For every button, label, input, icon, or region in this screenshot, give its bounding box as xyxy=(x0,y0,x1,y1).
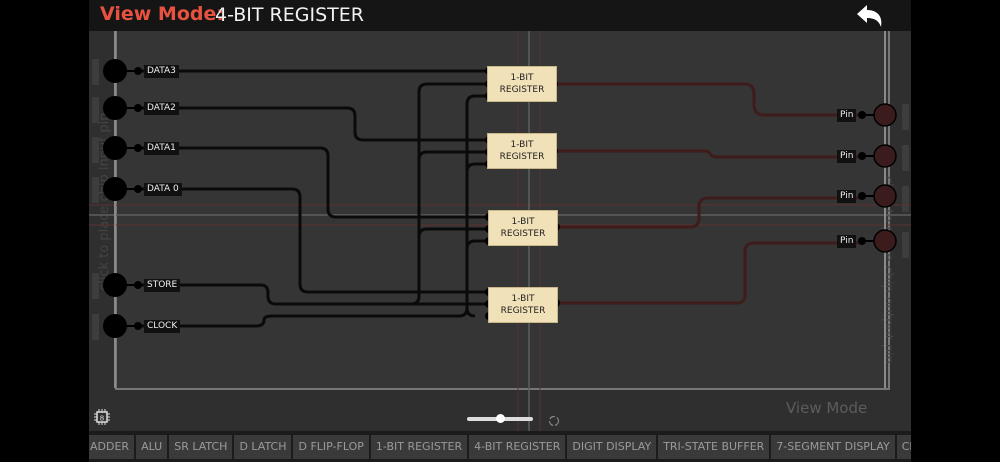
input-pin-store xyxy=(103,273,127,297)
chip-label-line2: REGISTER xyxy=(500,229,546,239)
toolbar-item-1bit-register[interactable]: 1-BIT REGISTER xyxy=(370,435,468,459)
chip-1bit-register[interactable]: 1-BIT REGISTER xyxy=(488,210,558,246)
input-pin-data2 xyxy=(103,96,127,120)
chip-label-line1: 1-BIT xyxy=(510,73,534,83)
output-slot[interactable] xyxy=(902,232,909,258)
input-pin-data3 xyxy=(103,59,127,83)
chip-label-line1: 1-BIT xyxy=(510,140,534,150)
back-button[interactable] xyxy=(853,2,887,30)
input-slot[interactable] xyxy=(92,273,99,299)
page-title: 4-BIT REGISTER xyxy=(215,4,364,26)
output-pin xyxy=(873,229,897,253)
output-slot[interactable] xyxy=(902,104,909,130)
output-wire-3 xyxy=(556,196,862,229)
output-wire-4 xyxy=(556,241,862,305)
wire-store-c2 xyxy=(417,150,489,161)
toolbar-item-d-latch[interactable]: D LATCH xyxy=(234,435,292,459)
input-slot[interactable] xyxy=(92,97,99,123)
wire-clock-c4 xyxy=(465,307,476,318)
zoom-slider-thumb[interactable] xyxy=(495,414,505,423)
input-label-data1: DATA1 xyxy=(144,142,179,155)
input-label-data2: DATA2 xyxy=(144,102,179,115)
input-pin-data1 xyxy=(103,136,127,160)
reset-view-button[interactable] xyxy=(548,412,560,427)
wire-store-c3 xyxy=(417,227,489,238)
input-label-data3: DATA3 xyxy=(144,65,179,78)
toolbar-item-adder[interactable]: ADDER xyxy=(89,435,135,459)
toolbar-item-tri-state-buffer[interactable]: TRI-STATE BUFFER xyxy=(658,435,770,459)
chip-label-line2: REGISTER xyxy=(499,85,545,95)
input-label-data0: DATA 0 xyxy=(144,183,182,196)
input-slot[interactable] xyxy=(92,59,99,85)
toolbar-item-d-flip-flop[interactable]: D FLIP-FLOP xyxy=(293,435,369,459)
wire-data1 xyxy=(138,146,489,219)
toolbar-item-digit-display[interactable]: DIGIT DISPLAY xyxy=(567,435,657,459)
output-slot[interactable] xyxy=(902,186,909,212)
output-connector xyxy=(858,192,866,200)
zoom-slider[interactable] xyxy=(467,414,533,423)
toolbar-item-7segment-display[interactable]: 7-SEGMENT DISPLAY xyxy=(771,435,895,459)
chip-1bit-register[interactable]: 1-BIT REGISTER xyxy=(487,133,557,169)
toolbar-item-clock[interactable]: CLOCK xyxy=(896,435,911,459)
output-label: Pin xyxy=(837,150,857,163)
circuit-canvas[interactable]: click to place chip input pin click to p… xyxy=(89,31,911,431)
chip-label-line1: 1-BIT xyxy=(511,294,535,304)
output-wire-1 xyxy=(554,82,862,117)
output-pin xyxy=(873,103,897,127)
header-bar: View Mode: 4-BIT REGISTER xyxy=(89,0,911,31)
wire-store-bus xyxy=(410,82,489,306)
output-pins xyxy=(858,103,897,253)
wire-clock-c2 xyxy=(465,162,489,173)
input-label-clock: CLOCK xyxy=(144,320,181,333)
undo-arrow-icon xyxy=(857,5,882,27)
output-label: Pin xyxy=(837,109,857,122)
input-pins xyxy=(103,59,142,338)
chip-toolbar: ADDER ALU SR LATCH D LATCH D FLIP-FLOP 1… xyxy=(89,435,911,462)
wire-data0 xyxy=(138,187,489,294)
input-pin-data0 xyxy=(103,177,127,201)
app-window: View Mode: 4-BIT REGISTER click to place… xyxy=(89,0,911,462)
microchip-icon: 8 xyxy=(94,409,110,425)
wire-store xyxy=(138,283,489,306)
output-pin xyxy=(873,184,897,208)
output-connector xyxy=(858,111,866,119)
toolbar-item-4bit-register[interactable]: 4-BIT REGISTER xyxy=(469,435,566,459)
wire-clock-c3 xyxy=(465,239,489,250)
output-slot[interactable] xyxy=(902,145,909,171)
wire-data2 xyxy=(138,106,489,142)
input-label-store: STORE xyxy=(144,279,181,292)
output-connector xyxy=(858,152,866,160)
chip-label-line2: REGISTER xyxy=(500,306,546,316)
input-slot[interactable] xyxy=(92,137,99,163)
chip-label-line1: 1-BIT xyxy=(511,217,535,227)
refresh-icon xyxy=(548,415,560,427)
mode-label: View Mode: xyxy=(100,3,224,25)
output-label: Pin xyxy=(837,235,857,248)
chip-1bit-register[interactable]: 1-BIT REGISTER xyxy=(487,66,557,102)
output-wire-2 xyxy=(554,149,862,159)
input-pin-clock xyxy=(103,314,127,338)
toolbar-item-sr-latch[interactable]: SR LATCH xyxy=(169,435,233,459)
output-connector xyxy=(858,237,866,245)
toolbar-item-alu[interactable]: ALU xyxy=(136,435,168,459)
input-slot[interactable] xyxy=(92,177,99,203)
output-label: Pin xyxy=(837,190,857,203)
chip-menu-button[interactable]: 8 xyxy=(93,408,111,426)
output-pin xyxy=(873,144,897,168)
wire-clock xyxy=(138,94,489,328)
view-mode-watermark: View Mode xyxy=(786,399,868,417)
chip-label-line2: REGISTER xyxy=(499,152,545,162)
input-slot[interactable] xyxy=(92,314,99,340)
chip-1bit-register[interactable]: 1-BIT REGISTER xyxy=(488,287,558,323)
svg-text:8: 8 xyxy=(100,415,104,423)
